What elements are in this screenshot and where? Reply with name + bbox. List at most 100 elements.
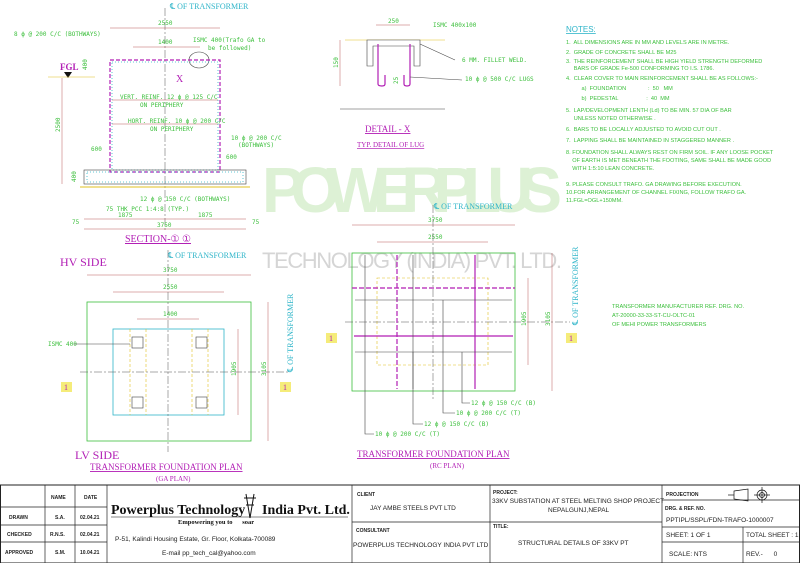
drawing-label: VERT. REINF. 12 ϕ @ 125 C/C [120, 94, 218, 101]
drawing-label: 600 [226, 154, 237, 161]
drawing-label: 12 ϕ @ 150 C/C (BOTHWAYS) [140, 196, 230, 203]
channel-plates [131, 336, 208, 409]
drawing-label: LV SIDE [75, 448, 119, 462]
drawing-label: TOTAL SHEET : 1 [746, 532, 799, 539]
drawing-line [366, 39, 421, 67]
drawing-label: 1 [329, 334, 333, 343]
drawing-label: 10 ϕ @ 200 C/C (T) [456, 410, 521, 417]
drawing-label: 1905 [521, 311, 528, 326]
drawing-label: India Pvt. Ltd. [262, 503, 350, 518]
drawing-label: Powerplus Technology [111, 503, 245, 518]
drawing-label: 1905 [231, 361, 238, 376]
drawing-label: (GA PLAN) [156, 475, 191, 483]
drawing-label: FGL [60, 62, 79, 72]
drawing-label: 3750 [163, 267, 178, 274]
drawing-label: 1400 [158, 39, 173, 46]
drawing-label: 150 [333, 57, 340, 68]
drawing-label: SHEET: 1 OF 1 [666, 532, 711, 539]
drawing-label: 75 THK PCC 1:4:8 (TYP.) [106, 206, 189, 213]
ga-plan: HV SIDE ℄ OF TRANSFORMER 3750 2550 1400 … [48, 250, 295, 483]
drawing-label: SCALE: NTS [669, 551, 708, 558]
drawing-label: 10 ϕ @ 200 C/C (T) [375, 431, 440, 438]
drawing-label: (RC PLAN) [430, 462, 465, 470]
drawing-label: CONSULTANT [356, 528, 390, 534]
drawing-line [566, 333, 577, 343]
third-angle-projection-icon [728, 487, 770, 503]
detail-x: 250 ISMC 400x100 6 MM. FILLET WELD. 10 ϕ… [333, 18, 534, 149]
drawing-line [195, 396, 208, 409]
drawing-label: E-mail pp_tech_cal@yahoo.com [162, 550, 256, 557]
drawing-label: 2500 [55, 117, 62, 132]
drawing-label: DATE [84, 495, 98, 501]
drawing-line [131, 396, 144, 409]
drawing-label: 1875 [198, 212, 213, 219]
drawing-line [419, 43, 456, 61]
drawing-label: 75 [72, 219, 80, 226]
drawing-label: PPTIPL/SSPL/FDN-TRAFO-1000007 [666, 517, 774, 524]
drawing-label: APPROVED [5, 550, 33, 556]
drawing-label: JAY AMBE STEELS PVT LTD [370, 505, 456, 512]
drawing-label: 2550 [163, 284, 178, 291]
drawing-label: X [176, 74, 184, 85]
drawing-label: WITH 1:5:10 LEAN CONCRETE. [566, 166, 655, 172]
drawing-line [86, 171, 244, 183]
drawing-label: OF EARTH IS MET BENEATH THE FOOTING, SAM… [566, 158, 771, 164]
drawing-label: ℄ OF TRANSFORMER [167, 251, 247, 260]
drawing-label: (BOTHWAYS) [238, 142, 274, 149]
drawing-label: 6. BARS TO BE LOCALLY ADJUSTED TO AVOID … [566, 127, 721, 133]
drawing-label: ISMC 400 [48, 341, 77, 348]
drawing-line [0, 485, 800, 563]
drawing-label: 400 [71, 171, 78, 182]
drawing-label: 02.04.21 [80, 532, 100, 538]
drawing-label: REV.- 0 [746, 551, 778, 558]
drawing-line [86, 301, 252, 442]
drawing-label: UNLESS NOTED OTHERWISE . [566, 116, 656, 122]
drawing-label: 1875 [118, 212, 133, 219]
drawing-label: R.N.S. [50, 532, 65, 538]
drawing-label: be followed) [208, 45, 251, 52]
drawing-line [64, 72, 72, 78]
drawing-label: a) FOUNDATION : 50 MM [566, 86, 673, 92]
drawing-label: ℄ OF TRANSFORMER [571, 246, 580, 326]
drawing-label: PROJECT: [493, 490, 518, 496]
drawing-line [83, 169, 247, 185]
drawing-label: TRANSFORMER FOUNDATION PLAN [90, 462, 243, 472]
drawing-label: TYP. DETAIL OF LUG [357, 141, 424, 149]
drawing-label: 3750 [428, 217, 443, 224]
drawing-label: ON PERIPHERY [140, 102, 184, 109]
drawing-label: 33KV SUBSTATION AT STEEL MELTING SHOP PR… [492, 498, 664, 505]
drawing-line [195, 336, 208, 349]
drawing-line [131, 336, 144, 349]
drawing-line [409, 76, 463, 81]
drawing-label: 1. ALL DIMENSIONS ARE IN MM AND LEVELS A… [566, 40, 730, 46]
drawing-label: 1400 [163, 311, 178, 318]
drawing-label: Empowering you to soar [178, 519, 254, 526]
drawing-label: NAME [51, 495, 66, 501]
drawing-label: DETAIL - X [365, 124, 411, 134]
manufacturer-reference: TRANSFORMER MANUFACTURER REF. DRG. NO. A… [612, 304, 745, 328]
drawing-label: S.A. [55, 515, 65, 521]
drawing-label: 4. CLEAR COVER TO MAIN REINFORCEMENT SHA… [566, 76, 758, 82]
drawing-label: P-51, Kalindi Housing Estate, Gr. Floor,… [115, 536, 276, 543]
notes: NOTES: 1. ALL DIMENSIONS ARE IN MM AND L… [566, 25, 774, 204]
drawing-label: ON PERIPHERY [150, 126, 194, 133]
drawing-label: 12 ϕ @ 150 C/C (B) [471, 400, 536, 407]
drawing-line [377, 44, 411, 87]
drawing-label: 02.04.21 [80, 515, 100, 521]
drawing-line [326, 333, 337, 343]
drawing-label: 1 [569, 334, 573, 343]
drawing-label: 6 MM. FILLET WELD. [462, 57, 527, 64]
drawing-label: SECTION-① ① [125, 234, 191, 245]
drawing-label: 1 [64, 383, 68, 392]
drawing-label: HORT. REINF. 10 ϕ @ 200 C/C [128, 118, 226, 125]
drawing-label: POWERPLUS [262, 154, 562, 226]
drawing-label: 10.FOR ARRANGEMENT OF CHANNEL FIXING, FO… [566, 190, 747, 196]
drawing-line [61, 382, 72, 392]
drawing-label: NEPALGUNJ,NEPAL [548, 507, 610, 514]
drawing-label: DRG. & REF. NO. [665, 506, 706, 512]
drawing-label: 8 ϕ @ 200 C/C (BOTHWAYS) [14, 31, 101, 38]
drawing-label: 25 [393, 76, 400, 84]
drawing-label: 8. FOUNDATION SHALL ALWAYS REST ON FIRM … [566, 150, 774, 156]
